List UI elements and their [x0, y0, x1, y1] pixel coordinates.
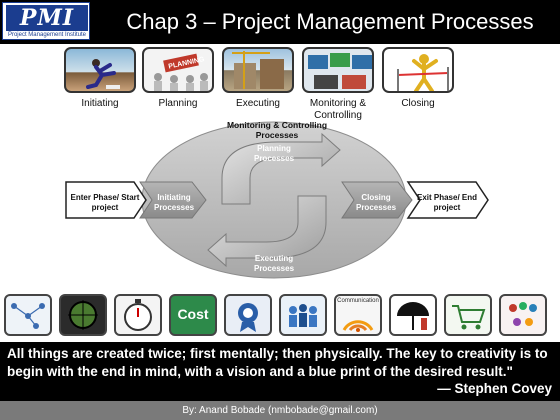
process-label-executing: Executing	[236, 98, 280, 109]
stakeholders-icon	[499, 294, 547, 336]
process-groups-diagram	[65, 121, 489, 279]
closing-processes-label: Closing Processes	[355, 193, 397, 212]
initiating-processes-label: Initiating Processes	[153, 193, 195, 212]
monitoring-screens-photo	[302, 47, 374, 93]
exit-phase-label: Exit Phase/ End project	[416, 193, 478, 212]
communication-icon-text: Communication	[337, 298, 379, 304]
construction-site-photo	[222, 47, 294, 93]
initiating-arrow	[139, 181, 207, 219]
finish-line-figure	[382, 47, 454, 93]
executing-processes-label: Executing Processes	[253, 254, 295, 273]
team-people-icon	[279, 294, 327, 336]
pmi-logo: PMI Project Management Institute	[2, 2, 90, 40]
pmi-logo-subtext: Project Management Institute	[7, 32, 87, 38]
footer-bar: By: Anand Bobade (nmbobade@gmail.com)	[0, 400, 560, 420]
procurement-cart-icon	[444, 294, 492, 336]
planning-arrow	[221, 132, 341, 205]
quality-icon	[224, 294, 272, 336]
network-diagram-icon	[4, 294, 52, 336]
closing-arrow	[341, 181, 413, 219]
process-label-monitoring: Monitoring & Controlling	[309, 98, 367, 121]
slide-title: Chap 3 – Project Management Processes	[126, 9, 534, 34]
communication-icon: Communication	[334, 294, 382, 336]
monitoring-controlling-label: Monitoring & Controlling Processes	[226, 120, 328, 140]
cost-icon-text: Cost	[177, 306, 209, 322]
footer-credit: By: Anand Bobade (nmbobade@gmail.com)	[182, 405, 378, 416]
executing-arrow	[207, 195, 327, 268]
quote-text: All things are created twice; first ment…	[7, 346, 548, 379]
risk-umbrella-icon	[389, 294, 437, 336]
target-scope-icon	[59, 294, 107, 336]
title-bar: PMI Project Management Institute Chap 3 …	[0, 0, 560, 44]
pmi-logo-mark: PMI	[6, 5, 88, 31]
sprinter-start-photo	[64, 47, 136, 93]
planning-processes-label: Planning Processes	[253, 144, 295, 163]
process-label-planning: Planning	[158, 98, 198, 109]
quote-author: — Stephen Covey	[437, 381, 552, 396]
process-label-closing: Closing	[401, 98, 435, 109]
exit-phase-box	[406, 181, 489, 219]
stopwatch-icon	[114, 294, 162, 336]
enter-phase-label: Enter Phase/ Start project	[70, 193, 140, 212]
cost-icon: Cost	[169, 294, 217, 336]
planning-people-photo: PLANNING	[142, 47, 214, 93]
process-label-initiating: Initiating	[81, 98, 119, 109]
enter-phase-box	[65, 181, 147, 219]
quote-banner: All things are created twice; first ment…	[0, 342, 560, 400]
